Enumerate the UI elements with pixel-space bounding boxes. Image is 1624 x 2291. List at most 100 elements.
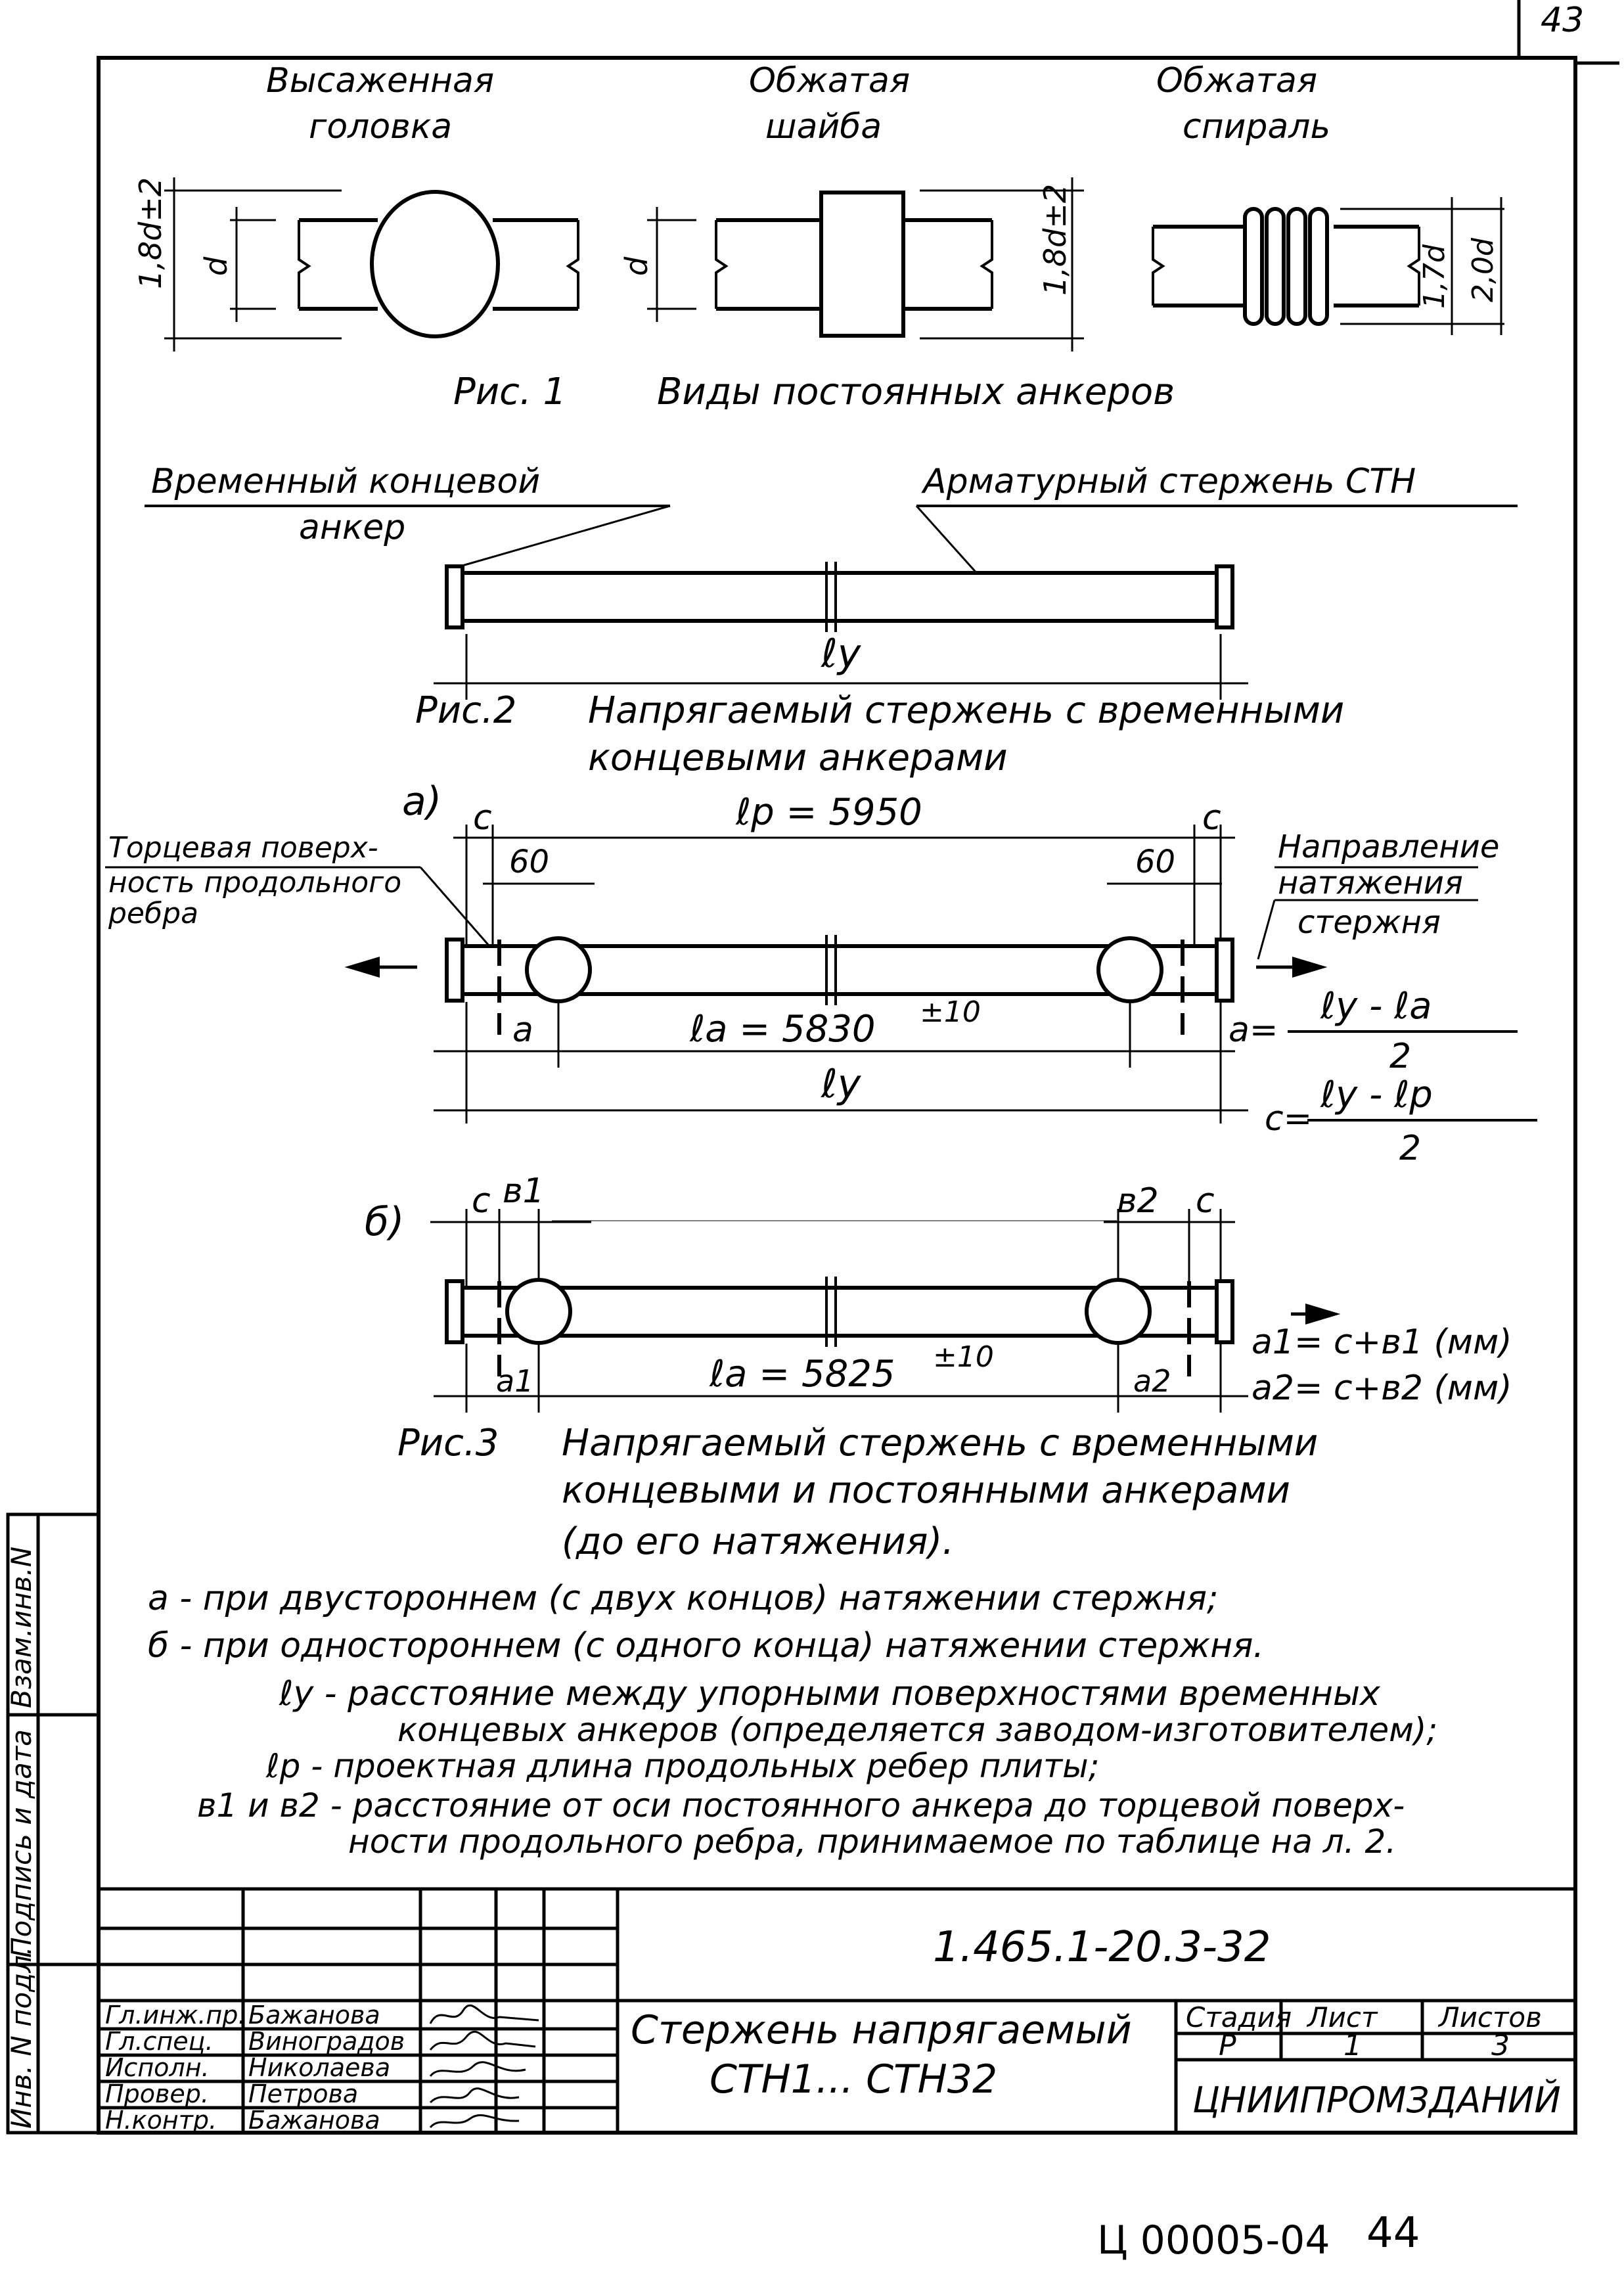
fig3b-formula1: a1= c+в1 (мм) (1252, 1323, 1512, 1362)
sheet-header: Лист (1306, 2001, 1378, 2033)
anchor1-title-1: Высаженная (266, 61, 494, 101)
role-1: Гл.инж.пр. (105, 2001, 246, 2030)
fig3a-top-dims (453, 825, 1235, 966)
fig2-bar (445, 562, 1234, 632)
fig3b-marker: б) (365, 1199, 404, 1245)
sheet-frame (97, 56, 1577, 2135)
fig2-dim (434, 634, 1248, 700)
fig2-label-left-2: анкер (299, 508, 405, 547)
note-2: б - при одностороннем (с одного конца) н… (148, 1626, 1264, 1666)
fig3a-bar (344, 935, 1328, 1035)
anchor2-title-2: шайба (765, 107, 882, 147)
fig3b-b2: в2 (1117, 1181, 1159, 1221)
fig2-caption-num: Рис.2 (415, 689, 516, 732)
fig3a-tol: ±10 (920, 995, 981, 1029)
note-3: ℓy - расстояние между упорными поверхнос… (279, 1674, 1381, 1713)
role-4: Провер. (105, 2079, 209, 2108)
fig3a-left-label-2: ность продольного (108, 866, 401, 899)
formula-a-den: 2 (1389, 1037, 1411, 1076)
anchor3-title-1: Обжатая (1156, 61, 1317, 101)
figure-1: Высаженная головка Обжатая шайба Обжатая… (133, 61, 1504, 413)
fig3a-right-label-1: Направление (1278, 828, 1499, 865)
fig3a-bottom-dims (434, 1002, 1248, 1123)
note-6: в1 и в2 - расстояние от оси постоянного … (197, 1786, 1405, 1825)
fig3a-right-label-2: натяжения (1278, 865, 1463, 901)
stage-value: Р (1219, 2029, 1236, 2062)
side-stamp-inv: Инв. N подл. (5, 1947, 37, 2129)
upset-head-anchor (298, 190, 579, 338)
sheet-value: 1 (1343, 2029, 1362, 2062)
dim-d-2: d (619, 256, 654, 276)
fig3a-ly: ℓy (821, 1061, 862, 1107)
bottom-page: 44 (1366, 2209, 1420, 2257)
sheets-header: Листов (1437, 2001, 1542, 2033)
fig3-caption-num: Рис.3 (397, 1422, 499, 1464)
dim-1-8d: 1,8d±2 (133, 177, 168, 289)
formula-a-num: ℓy - ℓa (1320, 985, 1432, 1028)
fig2-caption-1: Напрягаемый стержень с временными (588, 689, 1344, 732)
stage-header: Стадия (1186, 2001, 1292, 2033)
bottom-code: Ц 00005-04 (1097, 2217, 1330, 2263)
dim-1-8d-2: 1,8d±2 (1037, 184, 1073, 296)
fig3b-bar (445, 1277, 1341, 1376)
role-3: Исполн. (105, 2053, 210, 2082)
org-name: ЦНИИПРОМЗДАНИЙ (1192, 2079, 1561, 2121)
title-block-grid (99, 1887, 1575, 2133)
fig2-dim-ly: ℓy (821, 631, 862, 677)
side-stamp-sign: Подпись и дата (5, 1729, 37, 1958)
formula-a-lhs: a= (1229, 1010, 1278, 1050)
formula-c-lhs: c= (1265, 1099, 1312, 1139)
fig3a-c-right: c (1202, 798, 1221, 838)
name-4: Петрова (248, 2079, 358, 2108)
fig3a-la: ℓa = 5830 (689, 1008, 876, 1051)
fig3-caption-2: концевыми и постоянными анкерами (562, 1469, 1290, 1512)
note-7: ности продольного ребра, принимаемое по … (348, 1823, 1396, 1861)
fig3b-formula2: a2= c+в2 (мм) (1252, 1369, 1512, 1408)
name-3: Николаева (248, 2053, 390, 2082)
fig3b-a1: a1 (496, 1363, 533, 1399)
fig3b-la: ℓa = 5825 (709, 1353, 895, 1395)
anchor1-title-2: головка (309, 107, 452, 147)
dim-2-0d: 2,0d (1466, 237, 1500, 302)
dim-1-7d: 1,7d (1418, 244, 1451, 309)
crimped-washer-dims (647, 177, 1084, 352)
note-4: концевых анкеров (определяется заводом-и… (397, 1711, 1437, 1749)
note-5: ℓp - проектная длина продольных ребер пл… (265, 1747, 1099, 1785)
fig3a-a: a (512, 1010, 533, 1050)
notes: а - при двустороннем (с двух концов) нат… (148, 1579, 1437, 1861)
formula-c-num: ℓy - ℓp (1320, 1074, 1433, 1116)
formula-c-den: 2 (1399, 1129, 1421, 1168)
fig3b-tol: ±10 (933, 1340, 994, 1374)
fig2-label-right: Арматурный стержень СТН (921, 462, 1416, 501)
name-2: Виноградов (248, 2027, 405, 2056)
fig3b-top-dims (430, 1209, 1235, 1288)
fig3a-marker: а) (402, 779, 441, 825)
fig3a-right-label-3: стержня (1297, 904, 1441, 941)
figure-3b: б) c в1 в2 c (365, 1171, 1512, 1563)
title-line-1: Стержень напрягаемый (631, 2007, 1132, 2053)
crimped-washer-anchor (715, 191, 993, 338)
fig2-label-left-1: Временный концевой (151, 462, 540, 501)
fig1-caption-num: Рис. 1 (453, 371, 566, 413)
fig3b-b1: в1 (503, 1171, 545, 1211)
doc-code: 1.465.1-20.3-32 (933, 1923, 1271, 1972)
role-2: Гл.спец. (105, 2027, 214, 2056)
crimped-spiral-dims (1340, 197, 1504, 335)
upset-head-dims (164, 177, 342, 352)
signatures (429, 2005, 539, 2129)
corner-number: 43 (1541, 1, 1584, 40)
crimped-spiral-anchor (1152, 207, 1420, 326)
figure-3a: а) c c ℓp = 5950 60 60 Торцевая поверх- … (105, 779, 1537, 1168)
side-stamp (6, 1512, 101, 2135)
fig3a-lp: ℓp = 5950 (735, 791, 922, 834)
fig3a-60-left: 60 (509, 844, 549, 880)
anchor2-title-1: Обжатая (749, 61, 910, 101)
fig3b-c-left: c (472, 1181, 491, 1221)
fig3-caption-3: (до его натяжения). (562, 1520, 954, 1563)
note-1: а - при двустороннем (с двух концов) нат… (148, 1579, 1219, 1618)
dim-d-1: d (198, 256, 234, 276)
title-line-2: СТН1... СТН32 (710, 2056, 997, 2102)
fig3-caption-1: Напрягаемый стержень с временными (562, 1422, 1318, 1464)
fig2-caption-2: концевыми анкерами (588, 737, 1008, 779)
